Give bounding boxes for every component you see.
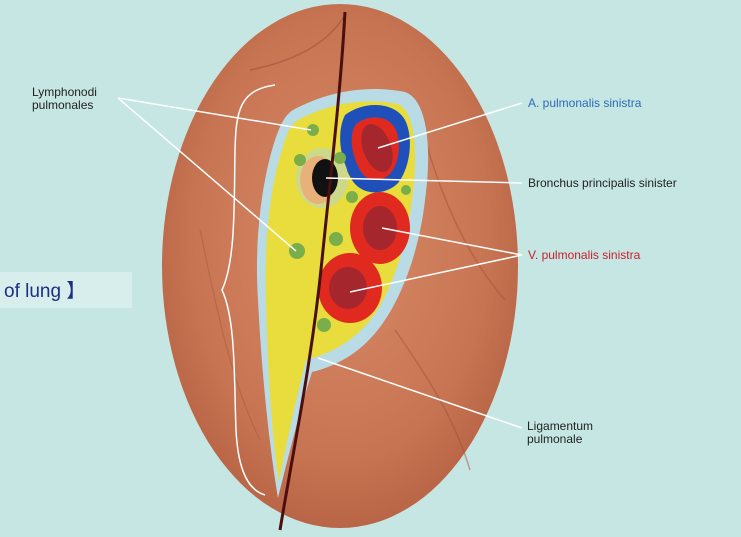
label-ligamentum-line2: pulmonale <box>527 432 583 446</box>
v-pulmonalis-lower-lumen <box>329 267 367 309</box>
label-ligamentum-line1: Ligamentum <box>527 419 593 433</box>
label-a-pulmonalis-sinistra: A. pulmonalis sinistra <box>528 96 642 110</box>
label-lymphonodi-line2: pulmonales <box>32 98 93 112</box>
label-lymphonodi-line1: Lymphonodi <box>32 85 97 99</box>
lymph-node <box>401 185 411 195</box>
label-v-pulmonalis-sinistra: V. pulmonalis sinistra <box>528 248 641 262</box>
lymph-node <box>346 191 358 203</box>
lymph-node <box>329 232 343 246</box>
label-bronchus-principalis-sinister: Bronchus principalis sinister <box>528 176 677 190</box>
lymph-node <box>289 243 305 259</box>
v-pulmonalis-upper-lumen <box>363 206 397 250</box>
lymph-node <box>317 318 331 332</box>
lymph-node <box>334 152 346 164</box>
lymph-node <box>294 154 306 166</box>
